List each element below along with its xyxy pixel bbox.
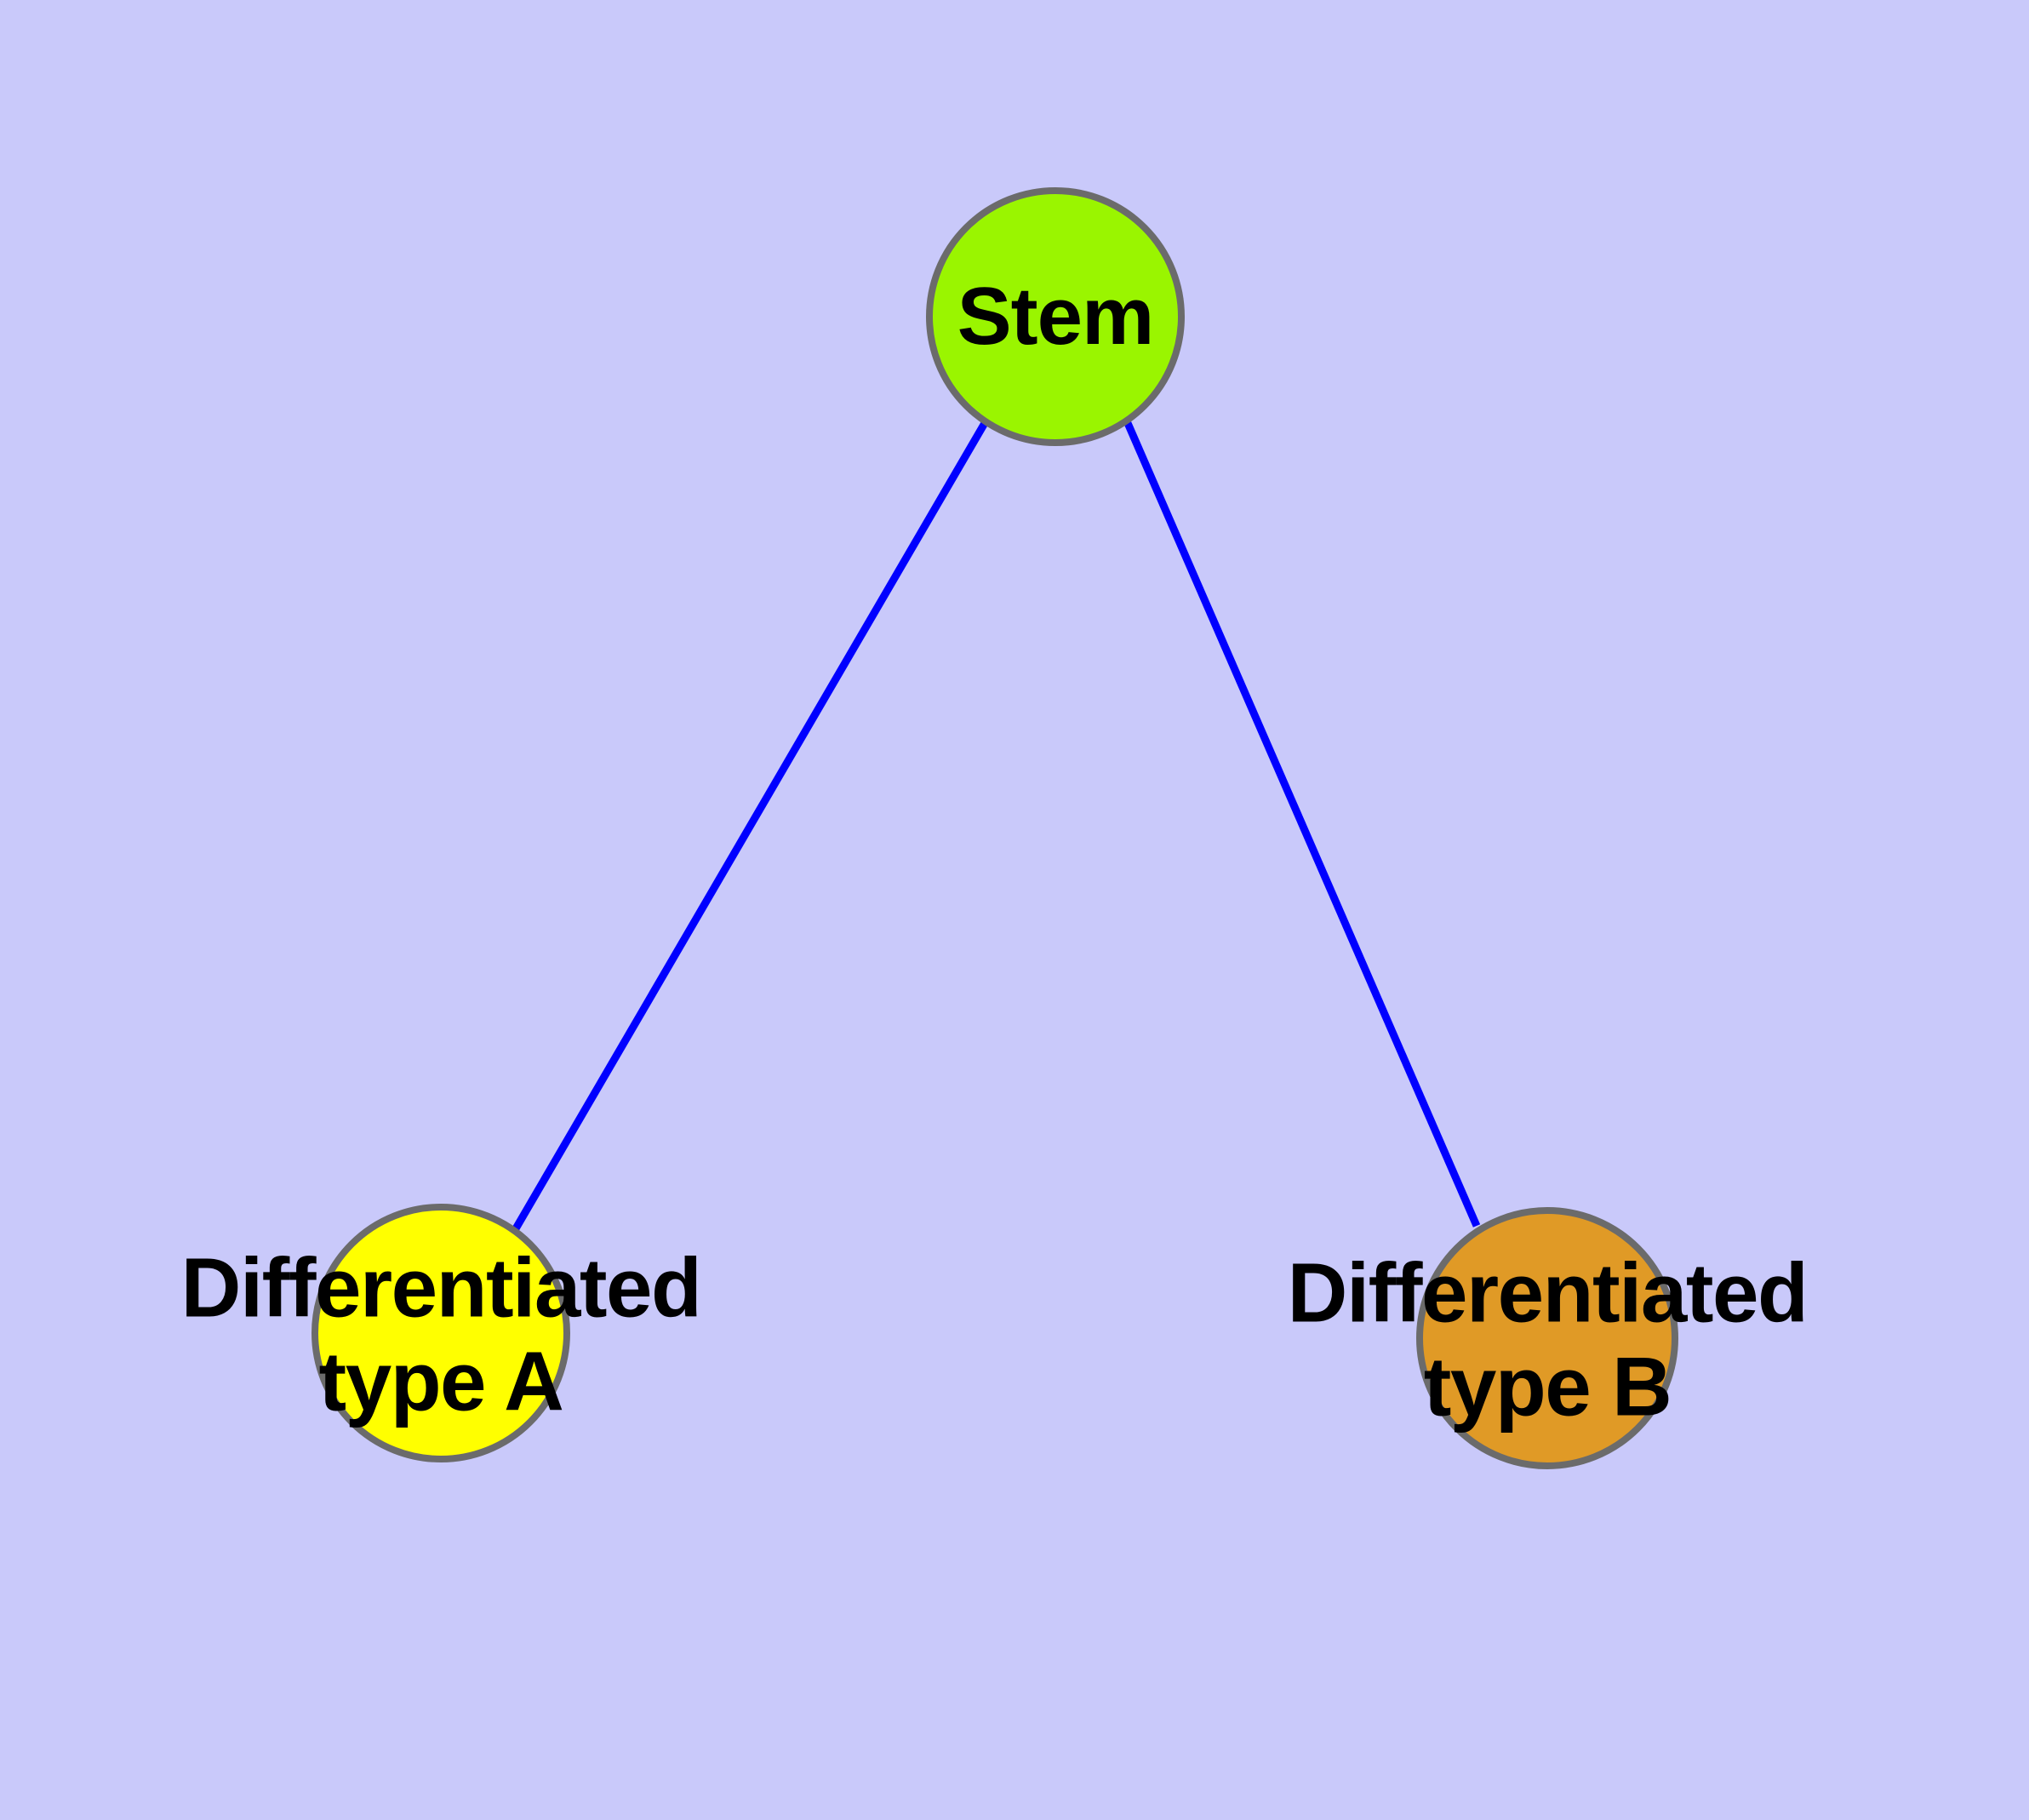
node-stem-circle[interactable]	[926, 187, 1185, 446]
node-diff-a-circle[interactable]	[311, 1204, 570, 1462]
node-diff-b-circle[interactable]	[1416, 1207, 1678, 1469]
edge-stem-to-diff-a[interactable]	[512, 421, 988, 1233]
node-layer	[311, 187, 1678, 1469]
edge-layer	[512, 421, 1481, 1233]
edge-stem-to-diff-b[interactable]	[1123, 421, 1481, 1228]
